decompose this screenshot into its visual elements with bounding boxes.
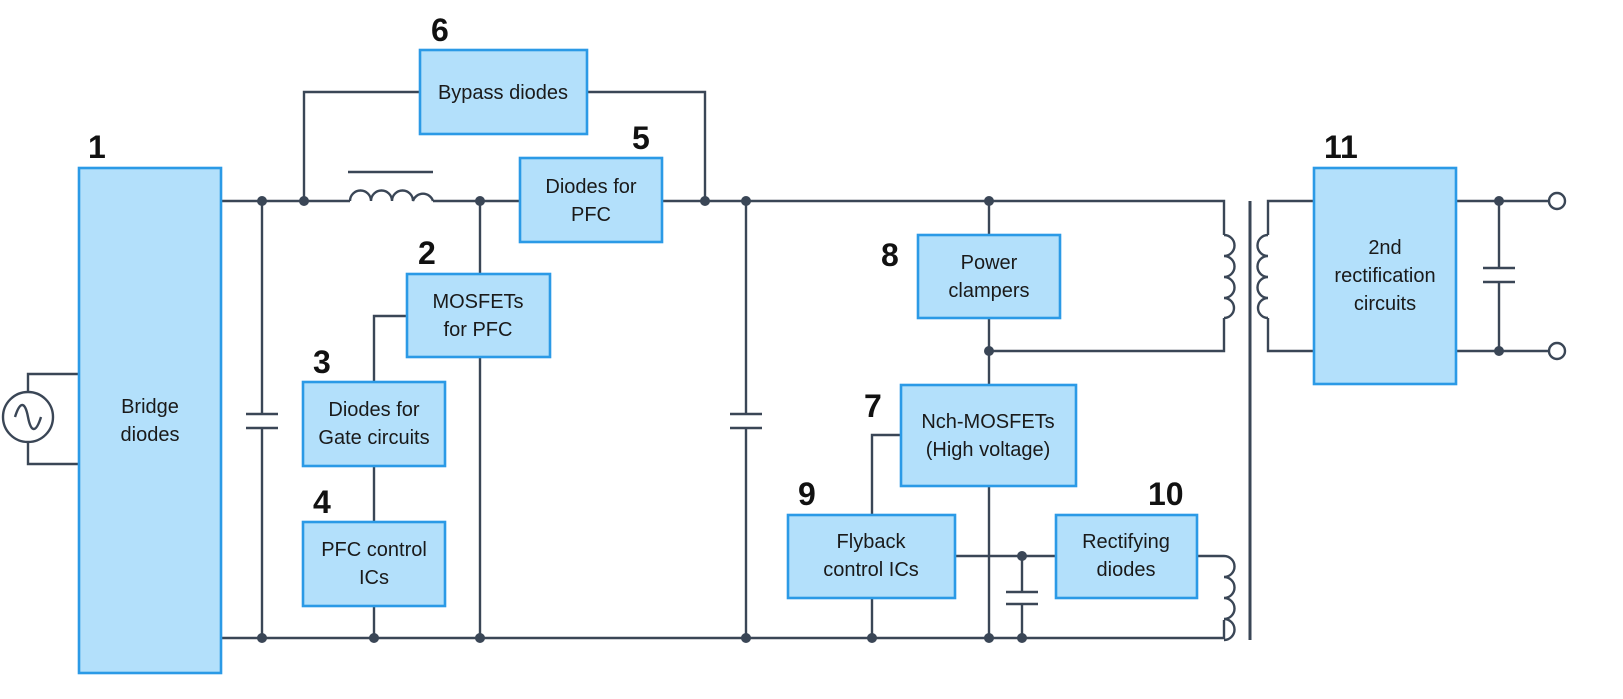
block-label-line: PFC [571, 204, 611, 226]
block-diodes-for-pfc: 5 Diodes for PFC [518, 120, 664, 244]
block-number: 11 [1324, 129, 1358, 165]
block-label-line: clampers [948, 280, 1029, 302]
block-label-line: Bypass diodes [438, 82, 568, 104]
block-label-line: for PFC [444, 319, 513, 341]
transformer-auxiliary-winding [1223, 554, 1236, 642]
block-label-line: diodes [1097, 559, 1156, 581]
transformer-primary-winding [1223, 233, 1236, 320]
block-power-clampers: 8 Power clampers [881, 233, 1062, 320]
pfc-inductor [348, 170, 435, 202]
block-number: 3 [313, 344, 331, 380]
block-diodes-for-gate-circuits: 3 Diodes for Gate circuits [301, 344, 447, 468]
block-number: 4 [313, 484, 331, 520]
block-label-line: Bridge [121, 396, 179, 418]
block-number: 9 [798, 476, 816, 512]
junction-dots [257, 196, 1504, 643]
block-number: 5 [632, 120, 650, 156]
block-number: 6 [431, 12, 449, 48]
block-number: 1 [88, 129, 106, 165]
block-label-line: diodes [121, 424, 180, 446]
block-label-line: Power [961, 252, 1018, 274]
wiring [26, 90, 1550, 640]
block-label-line: Diodes for [328, 399, 419, 421]
output-terminal-negative [1547, 341, 1567, 361]
ac-source-icon [1, 390, 55, 444]
block-rectifying-diodes: 10 Rectifying diodes [1054, 476, 1199, 600]
block-label-line: Rectifying [1082, 531, 1170, 553]
block-number: 7 [864, 388, 882, 424]
block-label-line: Nch-MOSFETs [921, 411, 1054, 433]
block-label-line: Diodes for [545, 176, 636, 198]
block-bridge-diodes: 1 Bridge diodes [77, 129, 223, 675]
block-number: 2 [418, 235, 436, 271]
block-number: 8 [881, 237, 899, 273]
block-mosfets-for-pfc: 2 MOSFETs for PFC [405, 235, 552, 359]
block-label-line: MOSFETs [432, 291, 523, 313]
block-label-line: (High voltage) [926, 439, 1051, 461]
transformer-secondary-winding [1256, 233, 1269, 320]
block-label-line: Gate circuits [318, 427, 429, 449]
block-label-line: control ICs [823, 559, 919, 581]
block-pfc-control-ics: 4 PFC control ICs [301, 484, 447, 608]
block-label-line: circuits [1354, 293, 1416, 315]
block-label-line: Flyback [837, 531, 907, 553]
block-label-line: 2nd [1368, 237, 1401, 259]
block-number: 10 [1148, 476, 1184, 512]
block-label-line: rectification [1334, 265, 1435, 287]
block-label-line: ICs [359, 567, 389, 589]
block-flyback-control-ics: 9 Flyback control ICs [786, 476, 957, 600]
block-2nd-rectification-circuits: 11 2nd rectification circuits [1312, 129, 1458, 386]
block-nch-mosfets: 7 Nch-MOSFETs (High voltage) [864, 383, 1078, 488]
block-label-line: PFC control [321, 539, 427, 561]
output-terminal-positive [1547, 191, 1567, 211]
block-bypass-diodes: 6 Bypass diodes [418, 12, 589, 136]
